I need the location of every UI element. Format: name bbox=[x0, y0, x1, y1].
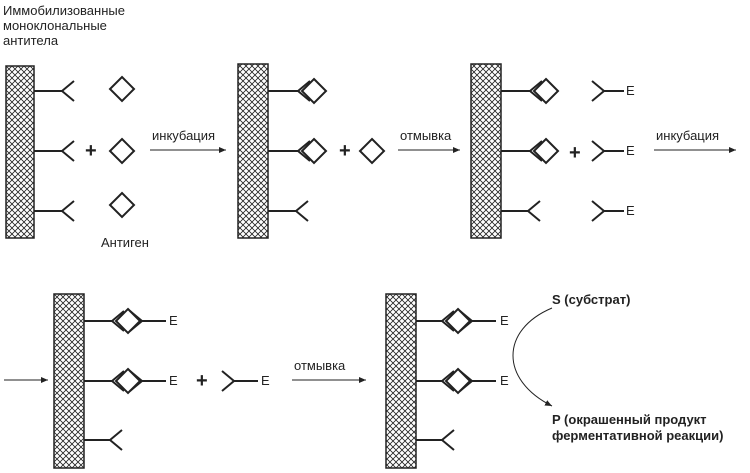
label-immobilized-line2: моноклональные bbox=[3, 18, 107, 33]
complex-3a bbox=[501, 77, 560, 105]
conjugate-4-free bbox=[221, 370, 258, 392]
plus-2: + bbox=[339, 140, 351, 162]
antigen-2-free bbox=[358, 137, 386, 165]
enzyme-5a: E bbox=[500, 313, 509, 328]
enzyme-3c: E bbox=[626, 203, 635, 218]
label-product-line2: ферментативной реакции) bbox=[552, 428, 724, 443]
antibody-5c bbox=[416, 429, 455, 451]
label-substrate: S (субстрат) bbox=[552, 292, 631, 307]
complex-3b bbox=[501, 137, 560, 165]
antigen-1a bbox=[108, 75, 136, 103]
enzyme-4a: E bbox=[169, 313, 178, 328]
label-wash-2: отмывка bbox=[294, 358, 346, 373]
label-immobilized-line1: Иммобилизованные bbox=[3, 3, 125, 18]
label-wash-1: отмывка bbox=[400, 128, 452, 143]
antibody-1c bbox=[34, 200, 75, 222]
solid-phase-1 bbox=[5, 65, 35, 239]
conjugate-3c bbox=[591, 200, 624, 222]
antibody-2c bbox=[268, 200, 309, 222]
reaction-curve-arrow bbox=[512, 307, 553, 407]
antibody-3c bbox=[501, 200, 541, 222]
sandwich-5b bbox=[416, 367, 496, 395]
enzyme-5b: E bbox=[500, 373, 509, 388]
label-incubation-2: инкубация bbox=[656, 128, 720, 143]
antibody-1b bbox=[34, 140, 75, 162]
enzyme-3a: E bbox=[626, 83, 635, 98]
solid-phase-5 bbox=[385, 293, 417, 469]
antibody-1a bbox=[34, 80, 75, 102]
solid-phase-3 bbox=[470, 63, 502, 239]
complex-2b bbox=[268, 137, 328, 165]
label-product-line1: P (окрашенный продукт bbox=[552, 412, 707, 427]
solid-phase-2 bbox=[237, 63, 269, 239]
label-incubation-1: инкубация bbox=[152, 128, 216, 143]
plus-1: + bbox=[85, 140, 97, 162]
solid-phase-4 bbox=[53, 293, 85, 469]
plus-3: + bbox=[569, 142, 581, 164]
antibody-4c bbox=[84, 429, 123, 451]
sandwich-5a bbox=[416, 307, 496, 335]
complex-2a bbox=[268, 77, 328, 105]
enzyme-4-free: E bbox=[261, 373, 270, 388]
enzyme-4b: E bbox=[169, 373, 178, 388]
enzyme-3b: E bbox=[626, 143, 635, 158]
conjugate-3a bbox=[591, 80, 624, 102]
conjugate-3b bbox=[591, 140, 624, 162]
plus-4: + bbox=[196, 370, 208, 392]
label-antigen: Антиген bbox=[101, 235, 149, 250]
sandwich-4b bbox=[84, 367, 166, 395]
antigen-1c bbox=[108, 191, 136, 219]
antigen-1b bbox=[108, 137, 136, 165]
sandwich-4a bbox=[84, 307, 166, 335]
label-immobilized-line3: антитела bbox=[3, 33, 59, 48]
